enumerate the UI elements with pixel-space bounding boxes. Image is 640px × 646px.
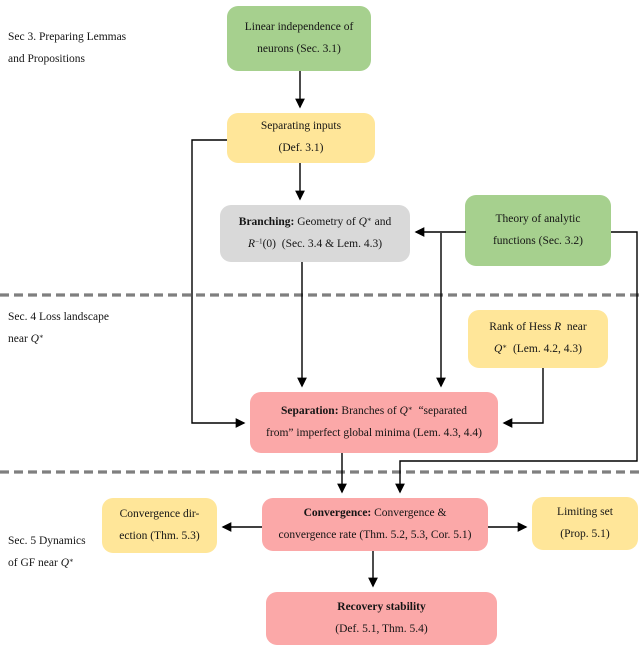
node-linear-independence: Linear independence of neurons (Sec. 3.1… [227, 6, 371, 71]
node-separating-inputs: Separating inputs (Def. 3.1) [227, 113, 375, 163]
node-text-line: (Prop. 5.1) [560, 527, 610, 540]
node-text-line: functions (Sec. 3.2) [492, 234, 584, 247]
node-text-line: Limiting set [557, 505, 613, 518]
node-text-line: Linear independence of [244, 20, 354, 33]
section-label-sec3: Sec 3. Preparing Lemmas and Propositions [8, 26, 126, 71]
node-text-line: (Def. 3.1) [278, 142, 324, 154]
node-text-line: Convergence: Convergence & [303, 506, 447, 519]
node-text-line: Q∗ (Lem. 4.2, 4.3) [494, 342, 582, 355]
node-text-line: Separation: Branches of Q∗ “separated [281, 404, 467, 417]
node-text-line: Rank of Hess R near [489, 321, 587, 334]
node-text-line: Separating inputs [260, 120, 342, 133]
node-text-line: (Def. 5.1, Thm. 5.4) [335, 622, 428, 635]
arrow-rank-to-separation [502, 368, 544, 428]
node-text-line: Theory of analytic [495, 212, 581, 225]
node-text-line: Branching: Geometry of Q∗ and [238, 215, 392, 228]
node-text-line: Recovery stability [337, 600, 426, 613]
node-convergence-direction: Convergence dir- ection (Thm. 5.3) [102, 498, 217, 553]
node-limiting-set: Limiting set (Prop. 5.1) [532, 497, 638, 550]
node-text-line: R−1(0) (Sec. 3.4 & Lem. 4.3) [247, 236, 383, 250]
section-label-line: near Q∗ [8, 332, 44, 346]
section-label-line: Sec. 4 Loss landscape [8, 311, 109, 323]
section-label-sec5: Sec. 5 Dynamics of GF near Q∗ [8, 530, 86, 575]
node-text-line: from” imperfect global minima (Lem. 4.3,… [266, 426, 482, 439]
node-theory-analytic-functions: Theory of analytic functions (Sec. 3.2) [465, 195, 611, 266]
node-text-line: neurons (Sec. 3.1) [257, 42, 341, 55]
section-label-line: and Propositions [8, 53, 85, 66]
section-label-line: Sec 3. Preparing Lemmas [8, 31, 127, 43]
node-branching: Branching: Geometry of Q∗ and R−1(0) (Se… [220, 205, 410, 262]
arrow-separating-to-separation [191, 139, 246, 428]
node-text-line: convergence rate (Thm. 5.2, 5.3, Cor. 5.… [278, 528, 472, 541]
section-label-line: of GF near Q∗ [8, 556, 74, 570]
node-separation: Separation: Branches of Q∗ “separated fr… [250, 392, 498, 453]
node-recovery-stability: Recovery stability (Def. 5.1, Thm. 5.4) [266, 592, 497, 645]
node-text-line: ection (Thm. 5.3) [119, 529, 200, 542]
section-label-sec4: Sec. 4 Loss landscape near Q∗ [8, 306, 109, 351]
node-text-line: Convergence dir- [119, 507, 200, 520]
node-convergence: Convergence: Convergence & convergence r… [262, 498, 488, 551]
node-rank-of-hess: Rank of Hess R near Q∗ (Lem. 4.2, 4.3) [468, 310, 608, 368]
section-label-line: Sec. 5 Dynamics [8, 535, 86, 547]
